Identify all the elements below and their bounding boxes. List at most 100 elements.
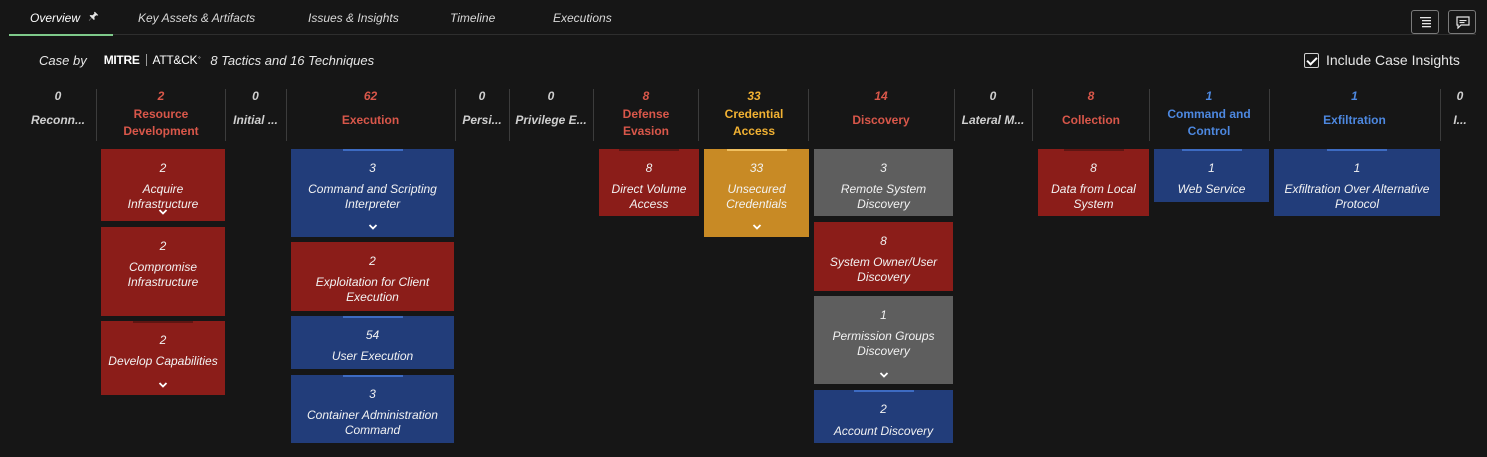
technique-name: Remote System Discovery [840,182,927,211]
tactic-defense-evasion[interactable]: 8 Defense Evasion [596,88,696,142]
chevron-down-icon[interactable] [157,206,169,218]
tactic-name: Credential Access [724,107,784,138]
technique-card-unsecured-credentials[interactable]: 33 Unsecured Credentials [704,149,809,237]
tactic-count: 8 [1087,89,1095,103]
tactic-credential-access[interactable]: 33 Credential Access [702,88,806,142]
technique-count: 8 [880,234,887,248]
include-case-insights-label: Include Case Insights [1326,52,1460,68]
chevron-down-icon[interactable] [157,379,169,391]
pin-icon[interactable] [88,0,99,36]
tactic-name: Reconn... [30,113,85,127]
tab-timeline[interactable]: Timeline [450,0,495,36]
card-accent [853,390,914,392]
tactic-execution[interactable]: 62 Execution [288,88,453,142]
tactic-count: 14 [874,89,888,103]
column-divider [1032,89,1033,141]
tab-divider [9,34,1476,35]
tactic-name: Command and Control [1167,107,1251,138]
technique-name: Acquire Infrastructure [127,182,199,211]
technique-count: 2 [159,161,167,175]
tab-label: Key Assets & Artifacts [138,11,256,25]
card-accent [342,375,403,377]
technique-name: Develop Capabilities [108,354,218,368]
tactic-count: 8 [642,89,650,103]
technique-card-data-from-local-system[interactable]: 8 Data from Local System [1038,149,1149,216]
tactic-name: Initial ... [233,113,278,127]
include-case-insights-checkbox[interactable] [1304,52,1319,68]
tactic-name: Exfiltration [1323,113,1386,127]
technique-card-system-owner-user-discovery[interactable]: 8 System Owner/User Discovery [814,222,953,291]
tab-issues-insights[interactable]: Issues & Insights [308,0,399,36]
technique-card-exploitation-for-client-execution[interactable]: 2 Exploitation for Client Execution [291,242,454,311]
card-accent [619,149,679,151]
technique-card-user-execution[interactable]: 54 User Execution [291,316,454,369]
technique-card-exfiltration-over-alternative-protocol[interactable]: 1 Exfiltration Over Alternative Protocol [1274,149,1440,216]
tactic-name: Collection [1061,113,1120,127]
tab-label: Timeline [450,11,496,25]
technique-name: Unsecured Credentials [726,182,787,211]
comments-button[interactable] [1448,10,1476,34]
tactic-exfiltration[interactable]: 1 Exfiltration [1271,88,1438,142]
technique-count: 1 [1208,161,1215,175]
chevron-down-icon[interactable] [751,221,763,233]
tactic-count: 62 [363,89,378,103]
tab-label: Issues & Insights [308,11,399,25]
technique-card-web-service[interactable]: 1 Web Service [1154,149,1269,202]
tactic-persistence[interactable]: 0 Persi... [457,88,507,142]
column-divider [698,89,699,141]
technique-count: 8 [645,161,653,175]
technique-name: User Execution [331,349,414,363]
technique-card-remote-system-discovery[interactable]: 3 Remote System Discovery [814,149,953,216]
include-case-insights-toggle[interactable]: Include Case Insights [1304,51,1460,69]
technique-card-develop-capabilities[interactable]: 2 Develop Capabilities [101,321,225,395]
column-divider [1149,89,1150,141]
column-divider [593,89,594,141]
tactic-count: 0 [547,89,555,103]
tactic-lateral-movement[interactable]: 0 Lateral M... [956,88,1030,142]
tab-executions[interactable]: Executions [553,0,612,36]
tactic-initial-access[interactable]: 0 Initial ... [227,88,284,142]
technique-card-direct-volume-access[interactable]: 8 Direct Volume Access [599,149,699,216]
technique-name: Account Discovery [833,424,934,438]
technique-card-account-discovery[interactable]: 2 Account Discovery [814,390,953,443]
technique-card-acquire-infrastructure[interactable]: 2 Acquire Infrastructure [101,149,225,221]
technique-count: 54 [365,328,380,342]
chevron-down-icon[interactable] [367,221,379,233]
technique-card-compromise-infrastructure[interactable]: 2 Compromise Infrastructure [101,227,225,316]
tactic-command-and-control[interactable]: 1 Command and Control [1151,88,1267,142]
technique-count: 3 [369,387,376,401]
list-view-button[interactable] [1411,10,1439,34]
technique-name: System Owner/User Discovery [829,255,938,284]
tab-overview[interactable]: Overview [30,0,99,36]
tactic-count: 1 [1351,89,1358,103]
chevron-down-icon[interactable] [878,369,890,381]
technique-name: Exploitation for Client Execution [315,275,430,304]
tab-key-assets[interactable]: Key Assets & Artifacts [138,0,255,36]
technique-count: 2 [159,333,167,347]
tactics-summary: 8 Tactics and 16 Techniques [210,52,375,68]
technique-card-permission-groups-discovery[interactable]: 1 Permission Groups Discovery [814,296,953,384]
tactic-resource-development[interactable]: 2 Resource Development [98,88,224,142]
technique-card-container-administration-command[interactable]: 3 Container Administration Command [291,375,454,443]
list-icon [1420,17,1431,28]
tactic-name: Execution [341,113,400,127]
card-accent [342,149,403,151]
tactic-count: 0 [478,89,486,103]
tactic-impact[interactable]: 0 I... [1443,88,1477,142]
technique-count: 2 [159,239,167,253]
tactic-collection[interactable]: 8 Collection [1035,88,1147,142]
technique-name: Direct Volume Access [611,182,687,211]
tactic-privilege-escalation[interactable]: 0 Privilege E... [511,88,591,142]
tab-bar: Overview Key Assets & Artifacts Issues &… [0,0,1487,37]
technique-card-command-and-scripting-interpreter[interactable]: 3 Command and Scripting Interpreter [291,149,454,237]
tactic-reconnaissance[interactable]: 0 Reconn... [22,88,94,142]
column-divider [509,89,510,141]
comment-icon [1456,16,1470,29]
tab-label: Overview [30,11,81,25]
card-accent [133,321,193,323]
tactic-name: Privilege E... [515,113,587,127]
tactic-count: 0 [1456,89,1464,103]
tactic-discovery[interactable]: 14 Discovery [810,88,952,142]
